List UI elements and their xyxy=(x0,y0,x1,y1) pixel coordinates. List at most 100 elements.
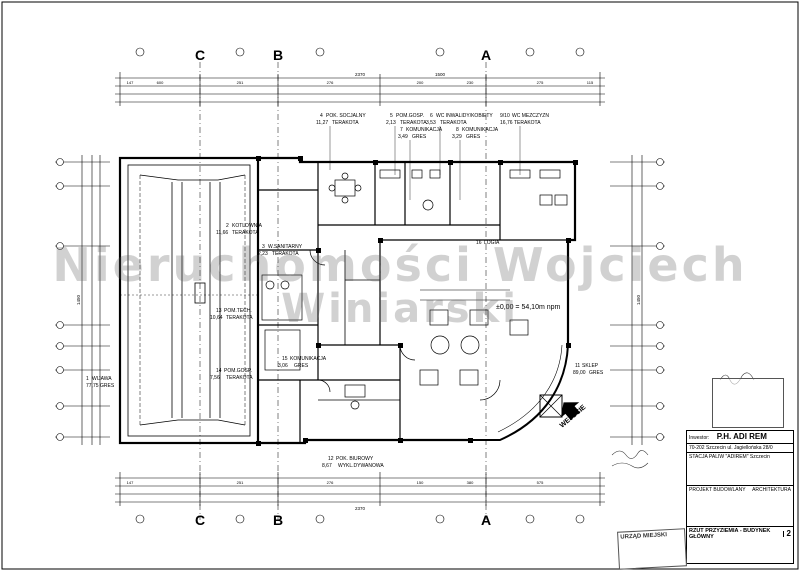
room-label-8: 8 KOMUNIKACJA 3,29 GRES xyxy=(452,127,499,140)
svg-text:2,23: 2,23 xyxy=(258,251,268,257)
axis-label-c-top: C xyxy=(195,47,205,63)
svg-text:TERAKOTA: TERAKOTA xyxy=(332,120,359,126)
axis-label-a-top: A xyxy=(481,47,491,63)
top-dimension-lines xyxy=(115,72,605,106)
svg-text:11,27: 11,27 xyxy=(316,120,328,126)
dimension-bottom-4: 150 xyxy=(417,480,424,485)
main-building xyxy=(258,156,577,445)
svg-text:TERAKOTA: TERAKOTA xyxy=(226,375,253,381)
right-side-dimensions xyxy=(610,155,665,445)
svg-text:WYKL.DYWANOWA: WYKL.DYWANOWA xyxy=(338,463,384,469)
svg-text:8,67: 8,67 xyxy=(322,463,332,469)
svg-text:W.SANITARNY: W.SANITARNY xyxy=(268,244,303,250)
project-stage: PROJEKT BUDOWLANY xyxy=(689,487,746,493)
svg-text:GRES: GRES xyxy=(466,134,481,140)
drawing-title-row: RZUT PRZYZIEMIA - BUDYNEK GŁÓWNY 2 xyxy=(687,527,793,541)
leader-lines xyxy=(329,126,521,200)
svg-text:77,75: 77,75 xyxy=(86,383,99,389)
svg-text:TERAKOTA: TERAKOTA xyxy=(226,315,253,321)
svg-text:POM.GOSP.: POM.GOSP. xyxy=(224,368,252,374)
structural-columns xyxy=(256,156,578,446)
svg-text:GRES: GRES xyxy=(294,363,309,369)
room-label-3: 3 W.SANITARNY 2,23 TERAKOTA xyxy=(258,244,303,257)
municipal-stamp: URZĄD MIEJSKI xyxy=(617,528,687,570)
dimension-right-total: 1450 xyxy=(636,294,641,305)
project-row: PROJEKT BUDOWLANY ARCHITEKTURA xyxy=(687,486,793,527)
svg-text:GRES: GRES xyxy=(100,383,115,389)
left-side-dimensions xyxy=(55,155,110,445)
svg-text:4: 4 xyxy=(320,113,323,119)
fixtures xyxy=(261,169,568,418)
floor-level-mark: ±0,00 = 54,10m npm xyxy=(496,304,561,311)
dimension-left-total: 1450 xyxy=(76,294,81,305)
svg-text:7,56: 7,56 xyxy=(210,375,220,381)
svg-text:12: 12 xyxy=(328,456,334,462)
dimension-partial: 1500 xyxy=(435,72,446,77)
wash-hall xyxy=(118,156,260,445)
svg-text:POK. SOCJALNY: POK. SOCJALNY xyxy=(326,113,366,119)
svg-text:2,13: 2,13 xyxy=(386,120,396,126)
room-label-5: 5 POM.GOSP. 2,13 TERAKOTA xyxy=(386,113,427,126)
dimension-top-8: 115 xyxy=(587,80,594,85)
svg-text:TERAKOTA: TERAKOTA xyxy=(514,120,541,126)
dimension-bottom-3: 276 xyxy=(327,480,334,485)
svg-text:3,06: 3,06 xyxy=(278,363,288,369)
room-label-7: 7 KOMUNIKACJA 3,49 GRES xyxy=(398,127,443,140)
dimension-overall: 2370 xyxy=(355,72,366,77)
svg-text:7: 7 xyxy=(400,127,403,133)
room-label-2: 2 KOTLOWNIA 11,66 TERAKOTA xyxy=(216,223,263,236)
svg-text:16: 16 xyxy=(476,240,482,246)
dimension-overall-bottom: 2370 xyxy=(355,506,366,511)
axis-label-b-bottom: B xyxy=(273,512,283,528)
svg-text:TERAKOTA: TERAKOTA xyxy=(400,120,427,126)
axis-label-a-bottom: A xyxy=(481,512,491,528)
room-label-12: 12 POK. BIUROWY 8,67 WYKL.DYWANOWA xyxy=(322,456,384,469)
title-block: Inwestor: P.H. ADI REM 70-202 Szczecin u… xyxy=(686,430,794,564)
bottom-dimension-lines xyxy=(115,472,605,506)
svg-text:5: 5 xyxy=(390,113,393,119)
room-label-14: 14 POM.GOSP. 7,56 TERAKOTA xyxy=(210,368,253,381)
dimension-bottom-2: 251 xyxy=(237,480,244,485)
axis-circles xyxy=(135,47,585,524)
svg-text:15: 15 xyxy=(282,356,288,362)
svg-text:GRES: GRES xyxy=(589,370,604,376)
svg-text:KOMUNIKACJA: KOMUNIKACJA xyxy=(290,356,327,362)
side-axis-markers xyxy=(56,158,664,441)
axis-label-c-bottom: C xyxy=(195,512,205,528)
svg-text:11: 11 xyxy=(575,363,580,369)
room-label-1: 1 WIJAWA 77,75 GRES xyxy=(86,376,115,389)
room-label-11: 11 SKLEP 89,00 GRES xyxy=(573,363,604,376)
investor-label: Inwestor: xyxy=(689,435,710,441)
approval-stamp xyxy=(712,378,784,428)
svg-text:2: 2 xyxy=(226,223,229,229)
project-section: ARCHITEKTURA xyxy=(752,487,791,493)
svg-text:POK. BIUROWY: POK. BIUROWY xyxy=(336,456,374,462)
svg-text:11,66: 11,66 xyxy=(216,230,228,236)
room-label-16: 16 LOGIA xyxy=(476,240,500,246)
municipal-stamp-text: URZĄD MIEJSKI xyxy=(620,532,668,541)
drawing-title: RZUT PRZYZIEMIA - BUDYNEK GŁÓWNY xyxy=(689,528,771,540)
room-label-4: 4 POK. SOCJALNY 11,27 TERAKOTA xyxy=(316,113,366,126)
svg-text:TERAKOTA: TERAKOTA xyxy=(232,230,259,236)
svg-text:LOGIA: LOGIA xyxy=(484,240,500,246)
svg-text:3,29: 3,29 xyxy=(452,134,462,140)
object-name: STACJA PALIW "ADIREM" Szczecin xyxy=(687,453,793,486)
svg-text:10,64: 10,64 xyxy=(210,315,223,321)
svg-text:14: 14 xyxy=(216,368,222,374)
dimension-bottom-6: 575 xyxy=(537,480,544,485)
room-label-13: 13 POM.TECH. 10,64 TERAKOTA xyxy=(210,308,253,321)
grid-axis-lines xyxy=(199,62,487,520)
room-label-15: 15 KOMUNIKACJA 3,06 GRES xyxy=(278,356,327,369)
svg-text:KOTLOWNIA: KOTLOWNIA xyxy=(232,223,263,229)
svg-text:3: 3 xyxy=(262,244,265,250)
svg-text:3,53: 3,53 xyxy=(426,120,436,126)
svg-text:POM.GOSP.: POM.GOSP. xyxy=(396,113,424,119)
axis-label-b-top: B xyxy=(273,47,283,63)
svg-text:WC MEZCZYZN: WC MEZCZYZN xyxy=(512,113,549,119)
investor-name: P.H. ADI REM xyxy=(716,432,767,441)
svg-text:POM.TECH.: POM.TECH. xyxy=(224,308,252,314)
svg-text:GRES: GRES xyxy=(412,134,427,140)
